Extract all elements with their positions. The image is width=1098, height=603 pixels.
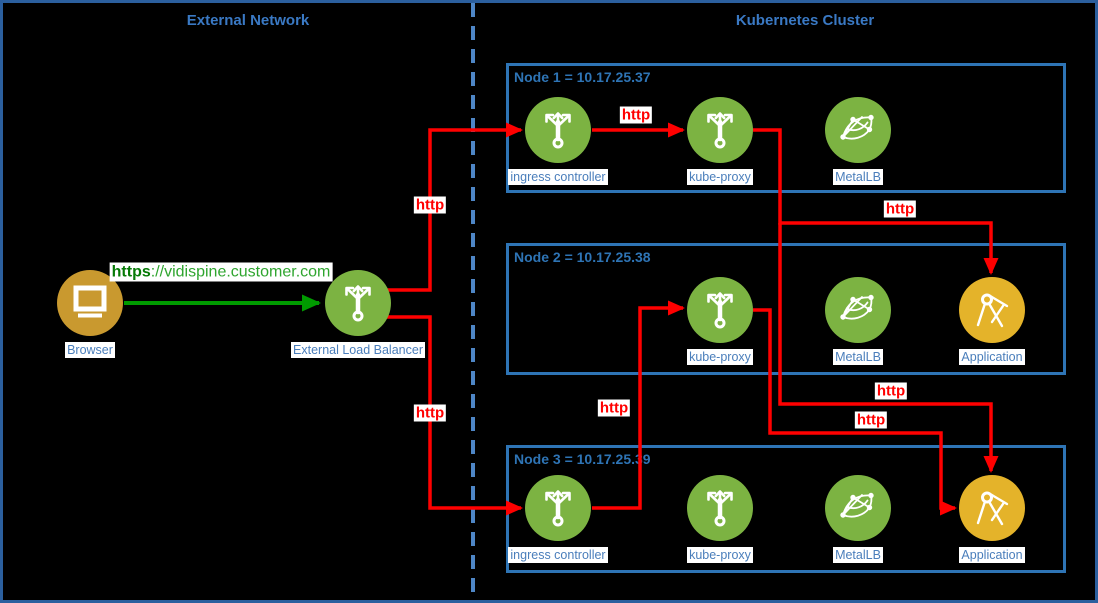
metallb-icon [825,97,891,163]
component-label: ingress controller [508,169,608,185]
component-label: MetalLB [833,169,883,185]
node2-application: Application [959,277,1025,365]
node1-kube-proxy: kube-proxy [687,97,753,185]
external-network-title: External Network [186,12,310,29]
node3-ingress-controller: ingress controller [508,475,608,563]
node2-metallb: MetalLB [825,277,891,365]
component-label: kube-proxy [687,349,753,365]
node3-kube-proxy: kube-proxy [687,475,753,563]
http-edge-label: http [413,404,447,422]
node3-title: Node 3 = 10.17.25.39 [514,451,651,467]
url-scheme: https [111,263,151,281]
load-balancer-icon [325,270,391,336]
url-rest: ://vidispine.customer.com [150,263,331,281]
http-edge-label: http [413,196,447,214]
node1-title: Node 1 = 10.17.25.37 [514,69,651,85]
metallb-icon [825,475,891,541]
http-edge-label: http [883,200,917,218]
node1-metallb: MetalLB [825,97,891,185]
compass-icon [959,475,1025,541]
node3-metallb: MetalLB [825,475,891,563]
component-label: MetalLB [833,349,883,365]
edge-node2-kube-proxy-to-node3-application [753,308,957,516]
component-label: ingress controller [508,547,608,563]
metallb-icon [825,277,891,343]
edge-node1-kube-proxy-to-node3-application [778,223,999,473]
load-balancer-icon [687,277,753,343]
component-label: Application [959,547,1025,563]
kubernetes-cluster-title: Kubernetes Cluster [735,12,875,29]
http-edge-label: http [854,411,888,429]
edge-elb-to-node1-ingress [387,122,523,292]
load-balancer-icon [687,475,753,541]
http-edge-label: http [619,106,653,124]
component-label: Application [959,349,1025,365]
node2-box: Node 2 = 10.17.25.38 [506,243,1066,375]
browser-label: Browser [65,342,115,358]
node3-application: Application [959,475,1025,563]
node2-kube-proxy: kube-proxy [687,277,753,365]
component-label: kube-proxy [687,547,753,563]
node1-ingress-controller: ingress controller [508,97,608,185]
http-edge-label: http [597,399,631,417]
https-url-label: https://vidispine.customer.com [109,262,333,282]
component-label: kube-proxy [687,169,753,185]
browser-node: Browser [57,270,123,358]
component-label: MetalLB [833,547,883,563]
edge-node3-ingress-to-node2-kube-proxy [592,300,685,510]
external-load-balancer-node: External Load Balancer [291,270,425,358]
compass-icon [959,277,1025,343]
node2-title: Node 2 = 10.17.25.38 [514,249,651,265]
load-balancer-icon [687,97,753,163]
http-edge-label: http [874,382,908,400]
external-load-balancer-label: External Load Balancer [291,342,425,358]
load-balancer-icon [525,97,591,163]
load-balancer-icon [525,475,591,541]
monitor-icon [57,270,123,336]
